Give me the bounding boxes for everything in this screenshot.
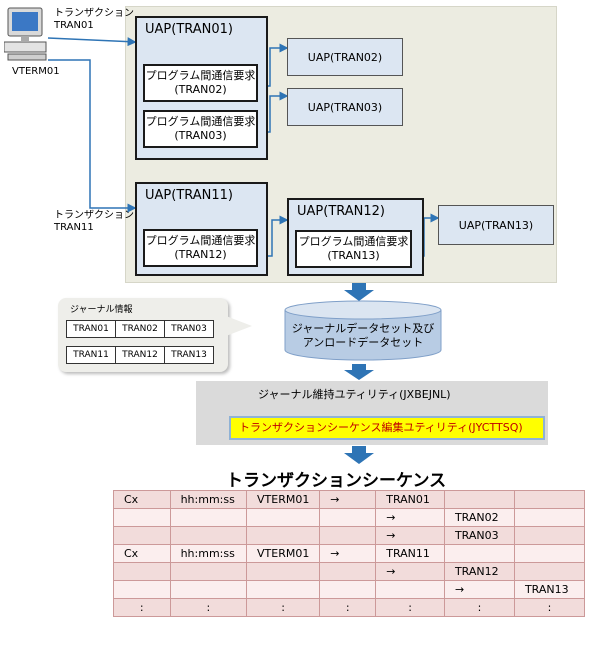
sequence-row: →TRAN12 xyxy=(113,562,586,581)
uap-tran03: UAP(TRAN03) xyxy=(287,88,403,126)
sequence-cell xyxy=(319,562,377,581)
sequence-cell xyxy=(319,580,377,599)
uap-tran01-title: UAP(TRAN01) xyxy=(145,22,233,37)
sequence-cell: → xyxy=(375,508,445,527)
sequence-cell: hh:mm:ss xyxy=(169,490,248,509)
sequence-cell: : xyxy=(375,598,445,617)
sequence-cell xyxy=(113,580,171,599)
sequence-cell xyxy=(169,526,248,545)
sequence-row: →TRAN03 xyxy=(113,526,586,545)
transaction-label-tran01: トランザクション TRAN01 xyxy=(54,8,134,31)
sequence-cell: : xyxy=(113,598,171,617)
down-arrow-icon xyxy=(344,283,374,305)
sequence-cell xyxy=(169,508,248,527)
sequence-cell: → xyxy=(375,562,445,581)
sequence-row: →TRAN02 xyxy=(113,508,586,527)
sequence-cell: → xyxy=(375,526,445,545)
sequence-cell: : xyxy=(246,598,321,617)
journal-cell: TRAN12 xyxy=(115,346,165,364)
request-tran13: プログラム間通信要求 (TRAN13) xyxy=(295,230,412,268)
request-tran03: プログラム間通信要求 (TRAN03) xyxy=(143,110,258,148)
computer-terminal-icon xyxy=(3,6,52,64)
sequence-row: ::::::: xyxy=(113,598,586,617)
sequence-cell xyxy=(169,580,248,599)
sequence-cell: → xyxy=(319,544,377,563)
journal-info-title: ジャーナル情報 xyxy=(70,305,133,315)
sequence-cell: hh:mm:ss xyxy=(169,544,248,563)
sequence-cell: : xyxy=(169,598,248,617)
uap-tran11-title: UAP(TRAN11) xyxy=(145,188,233,203)
sequence-cell: : xyxy=(513,598,586,617)
sequence-cell xyxy=(246,580,321,599)
journal-cell: TRAN01 xyxy=(66,320,116,338)
sequence-cell: TRAN03 xyxy=(443,526,515,545)
sequence-cell: : xyxy=(319,598,377,617)
sequence-cell xyxy=(513,544,586,563)
sequence-cell: → xyxy=(319,490,377,509)
sequence-cell xyxy=(375,580,445,599)
request-tran02: プログラム間通信要求 (TRAN02) xyxy=(143,64,258,102)
uap-tran12-title: UAP(TRAN12) xyxy=(297,204,385,219)
uap-tran13: UAP(TRAN13) xyxy=(438,205,554,245)
journal-maintenance-utility-label: ジャーナル維持ユティリティ(JXBEJNL) xyxy=(258,388,451,401)
sequence-cell xyxy=(169,562,248,581)
journal-cell: TRAN11 xyxy=(66,346,116,364)
callout-pointer xyxy=(226,316,252,336)
sequence-cell xyxy=(246,562,321,581)
sequence-cell: Cx xyxy=(113,490,171,509)
dataset-label: ジャーナルデータセット及び アンロードデータセット xyxy=(291,322,435,349)
sequence-cell xyxy=(319,508,377,527)
sequence-cell: : xyxy=(443,598,515,617)
sequence-cell xyxy=(319,526,377,545)
sequence-cell: → xyxy=(443,580,515,599)
sequence-cell xyxy=(513,508,586,527)
sequence-cell: TRAN11 xyxy=(375,544,445,563)
uap-tran02: UAP(TRAN02) xyxy=(287,38,403,76)
sequence-row: →TRAN13 xyxy=(113,580,586,599)
sequence-cell xyxy=(443,544,515,563)
journal-cell: TRAN13 xyxy=(164,346,214,364)
sequence-cell xyxy=(513,490,586,509)
sequence-title: トランザクションシーケンス xyxy=(226,471,447,491)
sequence-cell xyxy=(246,526,321,545)
request-tran12: プログラム間通信要求 (TRAN12) xyxy=(143,229,258,267)
sequence-edit-utility: トランザクションシーケンス編集ユティリティ(JYCTTSQ) xyxy=(229,416,545,440)
down-arrow-icon xyxy=(344,364,374,384)
sequence-cell: VTERM01 xyxy=(246,544,321,563)
sequence-cell xyxy=(513,526,586,545)
sequence-cell: Cx xyxy=(113,544,171,563)
terminal-name: VTERM01 xyxy=(12,66,60,77)
sequence-cell xyxy=(113,562,171,581)
sequence-cell xyxy=(113,526,171,545)
transaction-label-tran11: トランザクション TRAN11 xyxy=(54,210,134,233)
down-arrow-icon xyxy=(344,446,374,468)
sequence-cell: TRAN12 xyxy=(443,562,515,581)
sequence-cell xyxy=(443,490,515,509)
sequence-cell xyxy=(113,508,171,527)
sequence-cell xyxy=(513,562,586,581)
sequence-cell: TRAN01 xyxy=(375,490,445,509)
dataset-cylinder-icon xyxy=(283,300,443,362)
sequence-cell xyxy=(246,508,321,527)
journal-cell: TRAN02 xyxy=(115,320,165,338)
sequence-cell: VTERM01 xyxy=(246,490,321,509)
sequence-cell: TRAN13 xyxy=(513,580,586,599)
journal-cell: TRAN03 xyxy=(164,320,214,338)
sequence-cell: TRAN02 xyxy=(443,508,515,527)
